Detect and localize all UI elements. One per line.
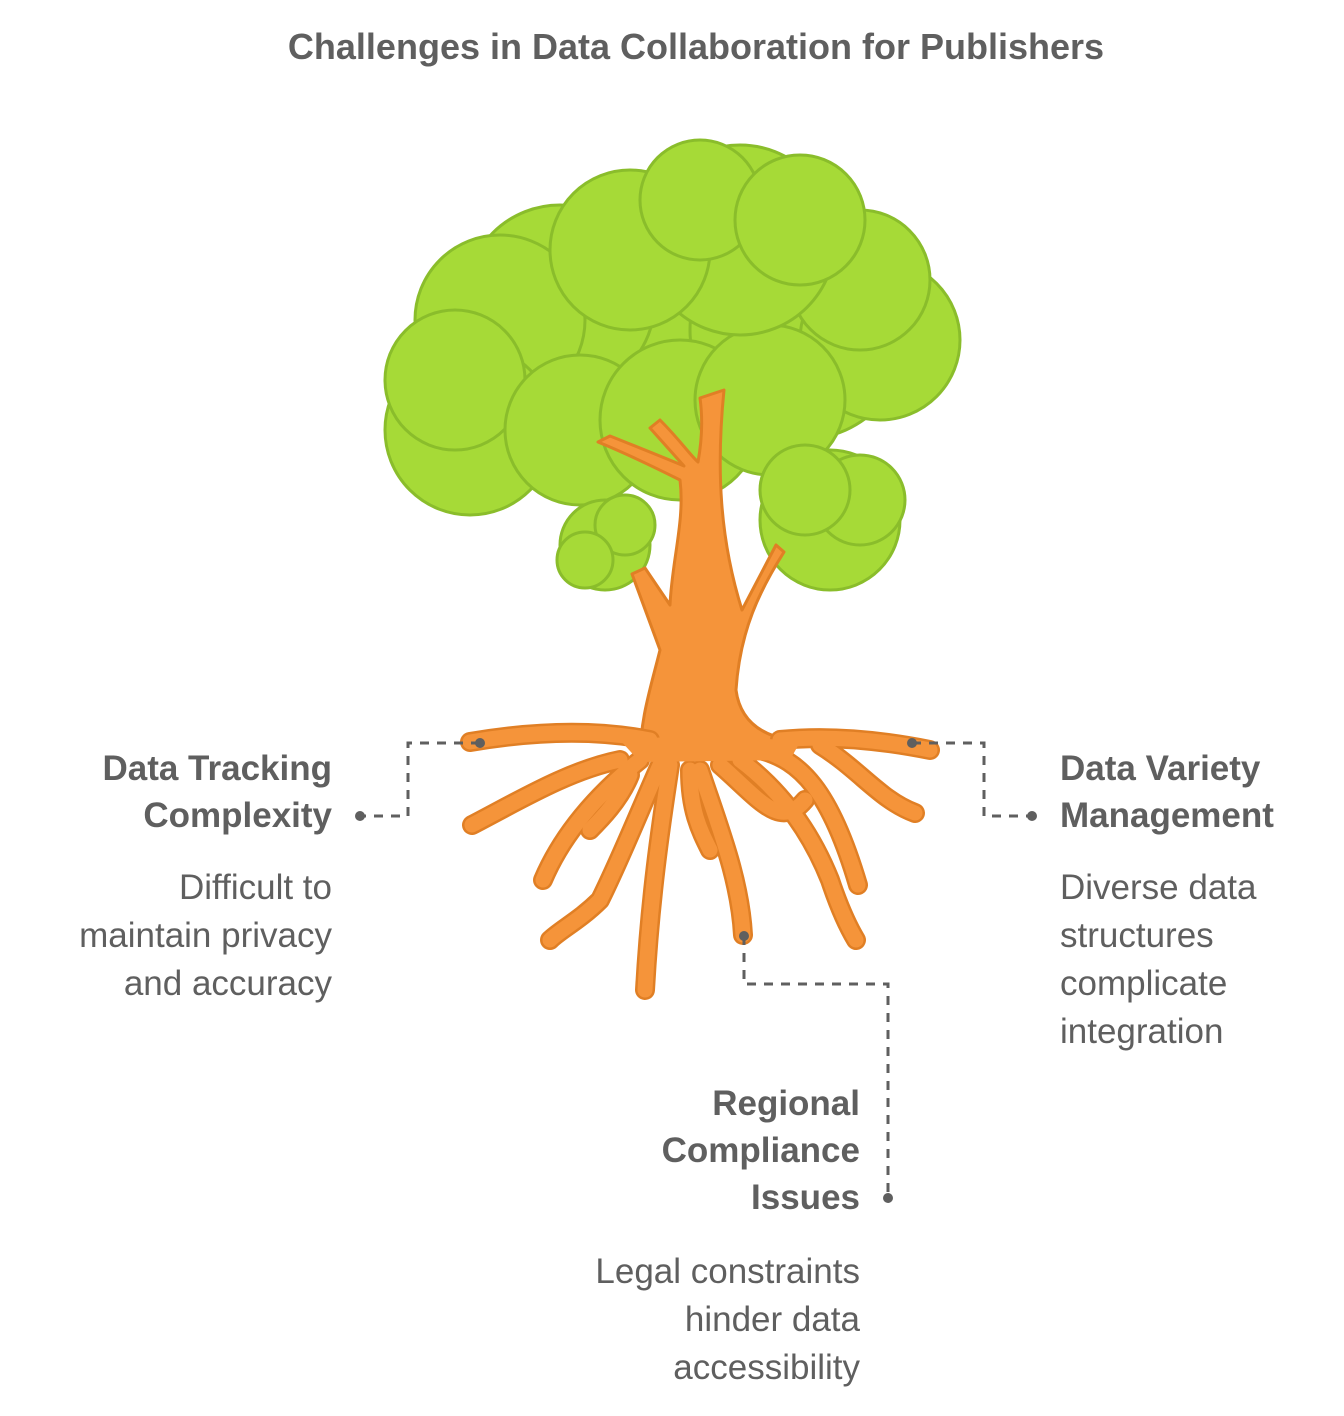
- regional-compliance-title: Regional Compliance Issues: [500, 1080, 860, 1221]
- regional-compliance-desc-line3: accessibility: [673, 1348, 860, 1387]
- tree-trunk: [596, 388, 792, 762]
- data-variety-title-line1: Data Variety: [1060, 749, 1261, 788]
- dot-variety-label: [1027, 811, 1037, 821]
- data-variety-description: Diverse data structures complicate integ…: [1060, 864, 1340, 1056]
- connector-data-tracking: [360, 741, 480, 818]
- dot-tracking-label: [355, 811, 365, 821]
- connector-regional-compliance: [742, 936, 890, 1198]
- data-variety-title-line2: Management: [1060, 796, 1274, 835]
- connectors: [360, 741, 1032, 1198]
- tree-foliage: [383, 138, 962, 592]
- data-tracking-title-line2: Complexity: [143, 796, 332, 835]
- regional-compliance-desc-line1: Legal constraints: [595, 1252, 860, 1291]
- data-tracking-desc-line1: Difficult to: [178, 868, 332, 907]
- data-tracking-title-line1: Data Tracking: [102, 749, 332, 788]
- regional-compliance-title-line1: Regional: [712, 1084, 860, 1123]
- data-variety-desc-line1: Diverse data: [1060, 868, 1257, 907]
- data-variety-desc-line3: complicate: [1060, 964, 1228, 1003]
- regional-compliance-description: Legal constraints hinder data accessibil…: [500, 1248, 860, 1392]
- data-variety-desc-line2: structures: [1060, 916, 1214, 955]
- connector-data-variety: [912, 741, 1032, 818]
- regional-compliance-title-line3: Issues: [751, 1178, 860, 1217]
- regional-compliance-desc-line2: hinder data: [684, 1300, 860, 1339]
- dot-tracking-root: [475, 738, 485, 748]
- data-tracking-desc-line3: and accuracy: [123, 964, 332, 1003]
- diagram-title: Challenges in Data Collaboration for Pub…: [287, 26, 1105, 67]
- tree-roots: [460, 722, 940, 1000]
- dot-compliance-label: [883, 1193, 893, 1203]
- data-variety-desc-line4: integration: [1060, 1012, 1224, 1051]
- data-variety-title: Data Variety Management: [1060, 745, 1340, 839]
- data-tracking-desc-line2: maintain privacy: [79, 916, 332, 955]
- dot-variety-root: [907, 738, 917, 748]
- data-tracking-title: Data Tracking Complexity: [20, 745, 332, 839]
- data-tracking-description: Difficult to maintain privacy and accura…: [20, 864, 332, 1008]
- connector-dots: [355, 738, 1037, 1203]
- regional-compliance-title-line2: Compliance: [661, 1131, 860, 1170]
- dot-compliance-root: [739, 931, 749, 941]
